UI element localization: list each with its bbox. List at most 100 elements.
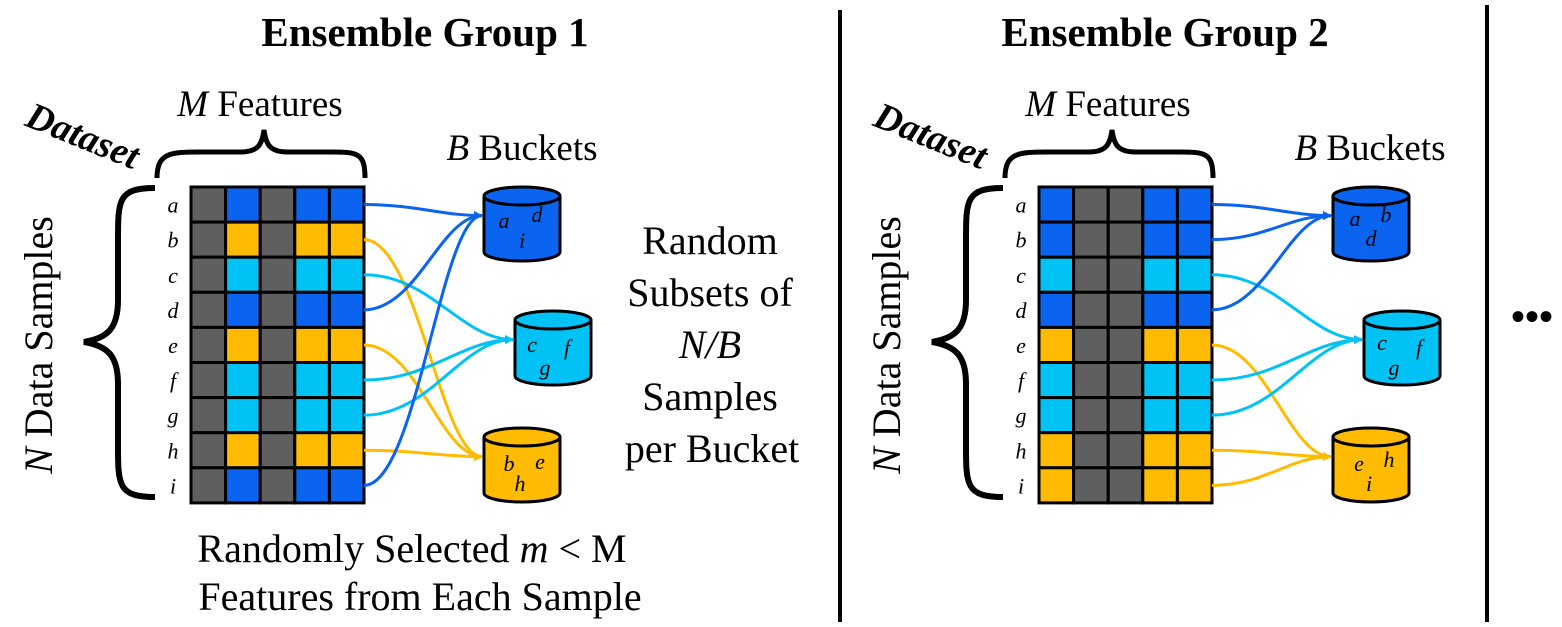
- bucket-body: [1362, 320, 1442, 387]
- grid-cell-i-3: [1106, 466, 1145, 505]
- grid-cell-a-5: [327, 185, 366, 224]
- grid-cell-b-4: [1141, 220, 1179, 259]
- row-label-d: d: [1016, 298, 1028, 323]
- grid-cell-g-2: [224, 396, 262, 435]
- grid-cell-b-5: [327, 220, 366, 259]
- arrow-c-to-bucket-2: [1211, 273, 1363, 345]
- grid-cell-b-2: [224, 220, 262, 259]
- grid-cell-d-2: [224, 290, 262, 329]
- features-label: M Features: [1024, 84, 1190, 125]
- grid-cell-c-2: [224, 255, 262, 294]
- arrow-e-to-bucket-3: [1211, 343, 1332, 462]
- bucket-member-e: e: [1354, 451, 1364, 476]
- grid-cell-h-2: [1072, 431, 1110, 470]
- feature-caption-prefix: Randomly Selected: [197, 526, 519, 571]
- row-label-a: a: [1016, 193, 1027, 218]
- grid-cell-d-1: [1037, 290, 1076, 329]
- grid-cell-g-4: [1141, 396, 1179, 435]
- row-label-h: h: [168, 438, 179, 463]
- grid-cell-a-2: [224, 185, 262, 224]
- grid-cell-b-5: [1175, 220, 1214, 259]
- grid-cell-i-3: [258, 466, 297, 505]
- group-title: Ensemble Group 1: [261, 9, 588, 55]
- grid-cell-a-3: [1106, 185, 1145, 224]
- dataset-grid: [189, 185, 366, 505]
- features-symbol: M: [1024, 84, 1058, 125]
- buckets-word: Buckets: [478, 128, 597, 169]
- grid-cell-a-5: [1175, 185, 1214, 224]
- grid-cell-d-4: [1141, 290, 1179, 329]
- row-label-f: f: [170, 368, 179, 393]
- bucket-member-g: g: [1389, 355, 1400, 380]
- row-label-c: c: [1016, 263, 1026, 288]
- grid-cell-h-4: [1141, 431, 1179, 470]
- grid-cell-g-3: [258, 396, 297, 435]
- grid-cell-h-3: [258, 431, 297, 470]
- bucket-member-c: c: [1377, 330, 1387, 355]
- dataset-label: Dataset: [19, 94, 147, 178]
- features-symbol: M: [176, 84, 210, 125]
- grid-cell-i-1: [1037, 466, 1076, 505]
- grid-cell-c-3: [1106, 255, 1145, 294]
- grid-cell-f-1: [189, 361, 228, 400]
- grid-cell-e-5: [1175, 325, 1214, 364]
- bucket-member-a: a: [1350, 206, 1361, 231]
- grid-cell-f-1: [1037, 361, 1076, 400]
- bucket-member-i: i: [519, 228, 525, 253]
- grid-cell-c-1: [189, 255, 228, 294]
- grid-cell-i-4: [293, 466, 331, 505]
- samples-brace: [931, 185, 1004, 500]
- row-label-g: g: [168, 403, 179, 428]
- samples-label: N Data Samples: [16, 216, 61, 475]
- bucket-member-f: f: [564, 335, 573, 360]
- bucket-body: [482, 196, 562, 263]
- grid-cell-f-5: [327, 361, 366, 400]
- row-label-i: i: [170, 473, 176, 498]
- arrow-b-to-bucket-1: [1211, 211, 1332, 242]
- grid-cell-a-2: [1072, 185, 1110, 224]
- bucket-lid: [482, 426, 562, 448]
- bucket-member-f: f: [1416, 335, 1425, 360]
- grid-cell-e-2: [1072, 325, 1110, 364]
- arrow-c-to-bucket-2: [363, 273, 514, 345]
- bucket-member-g: g: [540, 355, 551, 380]
- grid-cell-a-4: [293, 185, 331, 224]
- assignment-arrows: [363, 203, 514, 487]
- features-word: Features: [217, 84, 342, 125]
- grid-cell-e-3: [1106, 325, 1145, 364]
- grid-cell-g-1: [189, 396, 228, 435]
- grid-cell-a-1: [1037, 185, 1076, 224]
- grid-cell-a-1: [189, 185, 228, 224]
- grid-cell-d-4: [293, 290, 331, 329]
- feature-caption-line-2: Features from Each Sample: [198, 574, 641, 619]
- grid-cell-e-1: [189, 325, 228, 364]
- samples-word: Data Samples: [16, 216, 61, 437]
- grid-cell-g-5: [327, 396, 366, 435]
- buckets-label: B Buckets: [1294, 128, 1445, 169]
- bucket-body: [513, 320, 593, 387]
- grid-cell-b-3: [1106, 220, 1145, 259]
- samples-brace: [83, 185, 156, 500]
- grid-cell-b-3: [258, 220, 297, 259]
- grid-cell-f-2: [1072, 361, 1110, 400]
- row-label-e: e: [1016, 333, 1026, 358]
- grid-cell-e-4: [1141, 325, 1179, 364]
- bucket-body: [482, 437, 562, 504]
- features-brace: [1002, 129, 1216, 179]
- grid-cell-h-5: [327, 431, 366, 470]
- grid-cell-b-4: [293, 220, 331, 259]
- samples-label: N Data Samples: [864, 216, 909, 475]
- buckets-word: Buckets: [1326, 128, 1445, 169]
- samples-symbol: N: [16, 445, 61, 475]
- grid-cell-e-2: [224, 325, 262, 364]
- grid-cell-f-4: [293, 361, 331, 400]
- grid-cell-h-1: [1037, 431, 1076, 470]
- grid-cell-g-3: [1106, 396, 1145, 435]
